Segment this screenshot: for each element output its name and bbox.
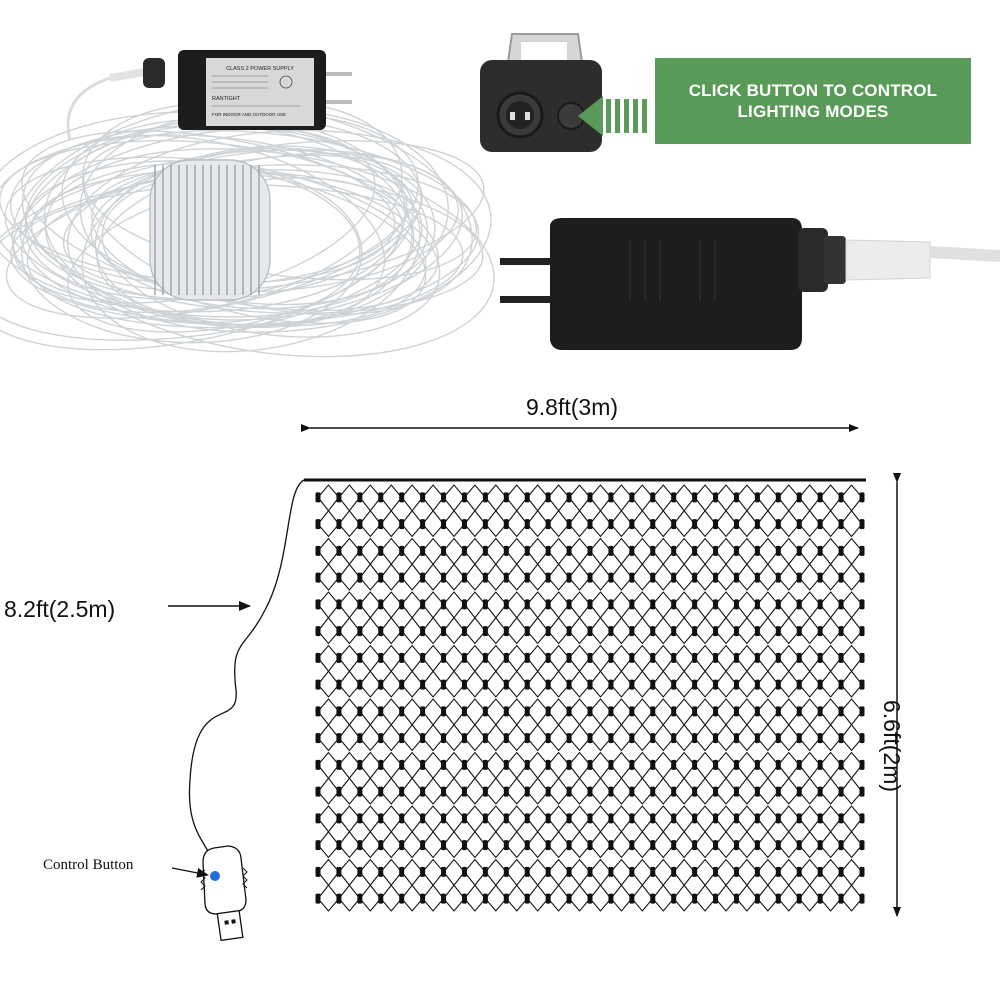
control-arrow [171, 867, 209, 878]
height-label: 6.6ft(2m) [879, 700, 905, 793]
net-light-icon [315, 484, 865, 912]
button-connector-icon [480, 33, 602, 152]
lead-wire [188, 479, 305, 861]
control-button-label: Control Button [43, 857, 134, 873]
callout-text: CLICK BUTTON TO CONTROL LIGHTING MODES [688, 80, 938, 121]
usb-plug-icon [200, 845, 248, 942]
arrow-icon [578, 96, 647, 136]
power-adapter-icon [500, 218, 1000, 350]
power-adapter-icon: CLASS 2 POWER SUPPLY RANTIGHT FOR INDOOR… [143, 50, 352, 130]
callout-box: CLICK BUTTON TO CONTROL LIGHTING MODES [655, 58, 971, 144]
lead-length-label: 8.2ft(2.5m) [4, 596, 116, 622]
width-label: 9.8ft(3m) [526, 394, 619, 420]
adapter-label-line1: CLASS 2 POWER SUPPLY [226, 66, 294, 72]
adapter-label-line3: FOR INDOOR AND OUTDOOR USE [212, 112, 286, 117]
control-button[interactable] [210, 871, 220, 881]
adapter-label-line2: RANTIGHT [212, 96, 241, 102]
